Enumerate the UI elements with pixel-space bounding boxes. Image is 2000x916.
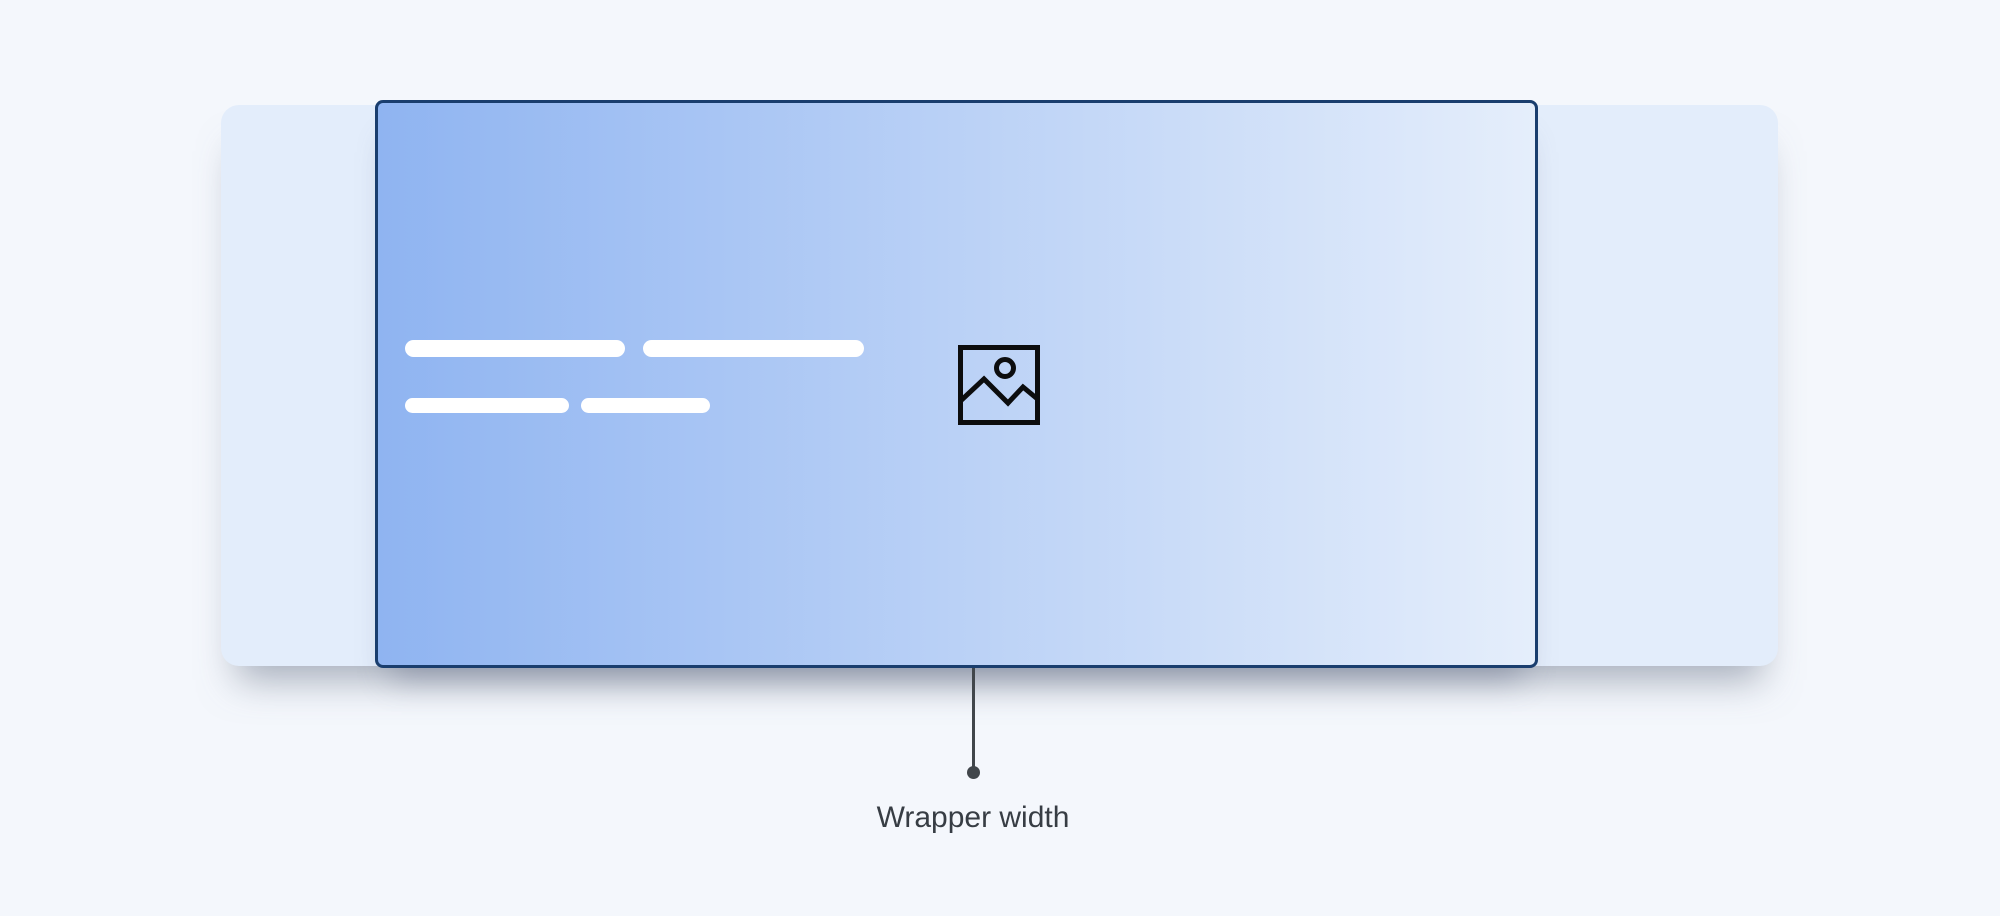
skeleton-bar (405, 398, 569, 413)
wrapper-width-label: Wrapper width (876, 801, 1070, 834)
skeleton-bar (643, 340, 864, 357)
connector-line (972, 668, 975, 768)
skeleton-row (405, 398, 864, 413)
skeleton-row (405, 340, 864, 357)
image-icon (956, 345, 1042, 425)
connector-dot (967, 766, 980, 779)
wrapper-card (375, 100, 1538, 668)
skeleton-text-block (405, 340, 864, 413)
skeleton-bar (405, 340, 625, 357)
skeleton-bar (581, 398, 710, 413)
